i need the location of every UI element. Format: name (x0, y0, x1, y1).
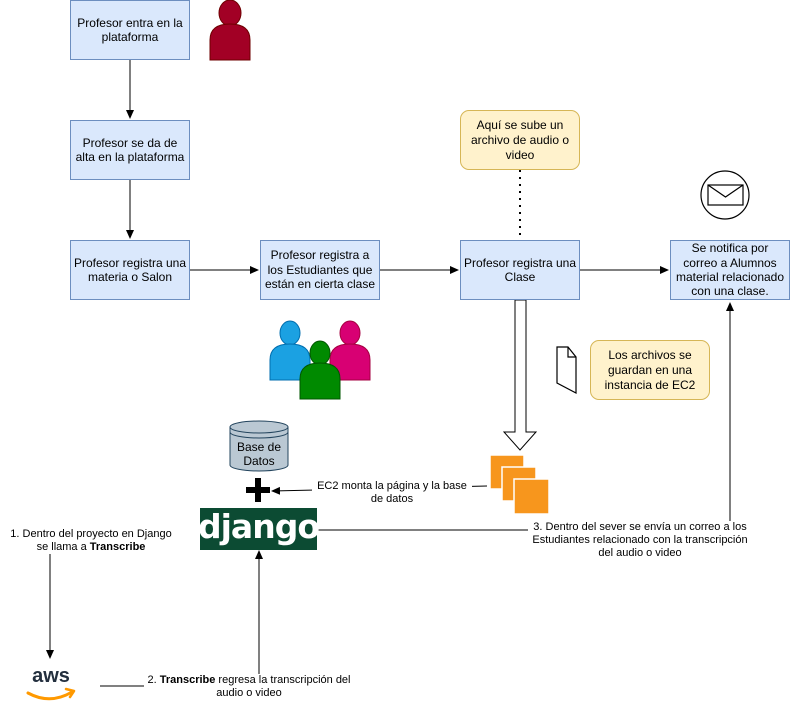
user-icon (209, 0, 251, 61)
group-icon (269, 320, 371, 400)
box-profesor-alta: Profesor se da de alta en la plataforma (70, 120, 190, 180)
label-step1-bold: Transcribe (89, 541, 146, 554)
arrow-aws-django (100, 550, 263, 687)
label-step2: 2. Transcribe regresa la transcripción d… (144, 674, 354, 701)
label-step2-text: regresa la transcripción del audio o vid… (215, 674, 351, 700)
label-step3: 3. Dentro del sever se envía un correo a… (528, 521, 752, 561)
aws-smile (26, 687, 76, 701)
aws-logo-text: aws (32, 665, 70, 687)
envelope-icon (700, 170, 750, 220)
aws-logo: aws (24, 666, 78, 702)
plus-icon (246, 478, 270, 502)
note-ec2: Los archivos se guardan en una instancia… (590, 340, 710, 400)
label-step2-num: 2. (147, 674, 160, 686)
label-ec2-mount: EC2 monta la página y la base de datos (312, 480, 472, 507)
box-profesor-entra: Profesor entra en la plataforma (70, 0, 190, 60)
django-logo-text: django (198, 506, 320, 546)
django-logo: django (198, 506, 320, 550)
ec2-instances-icon (489, 454, 550, 515)
hollow-arrow-to-ec2 (502, 299, 538, 451)
label-step1-text: 1. Dentro del proyecto en Django se llam… (10, 528, 172, 554)
file-icon (556, 346, 577, 394)
box-registra-materia: Profesor registra una materia o Salon (70, 240, 190, 300)
database-icon (229, 420, 289, 472)
box-registra-clase: Profesor registra una Clase (460, 240, 580, 300)
note-upload: Aquí se sube un archivo de audio o video (460, 110, 580, 170)
box-registra-estudiantes: Profesor registra a los Estudiantes que … (260, 240, 380, 300)
label-step2-bold: Transcribe (159, 674, 216, 686)
box-notifica-correo: Se notifica por correo a Alumnos materia… (670, 240, 790, 300)
label-step1: 1. Dentro del proyecto en Django se llam… (6, 528, 176, 555)
database-label: Base de Datos (236, 440, 282, 469)
